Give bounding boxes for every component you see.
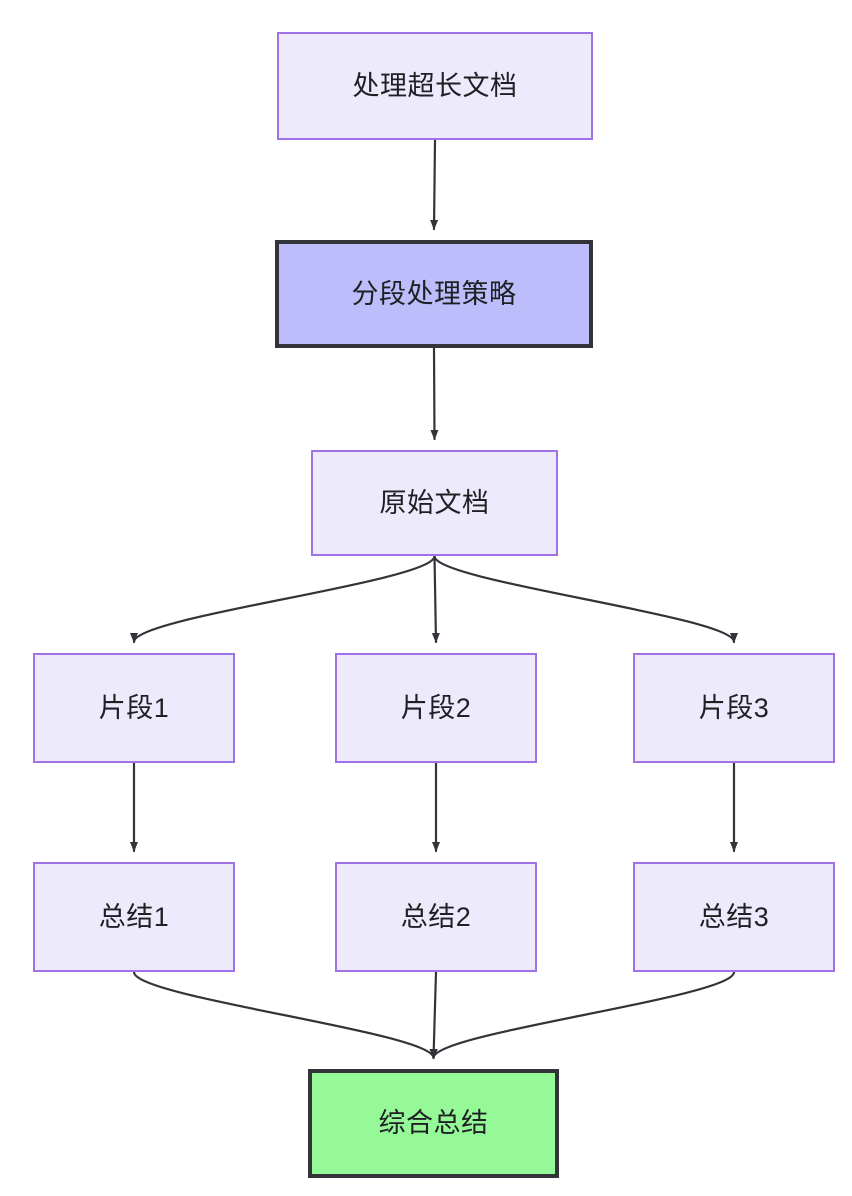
edge-n1-to-n2 [430,138,439,231]
node-label: 总结1 [98,901,170,932]
node-fragment-1[interactable]: 片段1 [33,653,235,763]
node-label: 片段1 [98,692,170,723]
node-summary-1[interactable]: 总结1 [33,862,235,972]
node-label: 片段3 [698,692,770,723]
node-label: 总结2 [400,901,472,932]
node-comprehensive-summary[interactable]: 综合总结 [308,1069,559,1178]
node-label: 分段处理策略 [351,278,517,309]
node-label: 综合总结 [378,1108,489,1139]
edge-n7-to-n10 [132,970,438,1060]
node-label: 总结3 [698,901,770,932]
edge-n3-to-n6 [433,554,738,644]
node-summary-2[interactable]: 总结2 [335,862,537,972]
node-process-long-document[interactable]: 处理超长文档 [277,32,593,140]
edge-n2-to-n3 [430,346,439,441]
edge-n3-to-n4 [130,554,436,644]
edge-n3-to-n5 [431,554,440,644]
node-label: 原始文档 [379,487,490,518]
node-chunking-strategy[interactable]: 分段处理策略 [275,240,593,348]
node-fragment-3[interactable]: 片段3 [633,653,835,763]
node-original-document[interactable]: 原始文档 [311,450,558,556]
node-fragment-2[interactable]: 片段2 [335,653,537,763]
node-summary-3[interactable]: 总结3 [633,862,835,972]
node-label: 片段2 [400,692,472,723]
edge-n9-to-n10 [429,970,736,1060]
edge-n8-to-n10 [429,970,438,1060]
node-label: 处理超长文档 [352,70,518,101]
